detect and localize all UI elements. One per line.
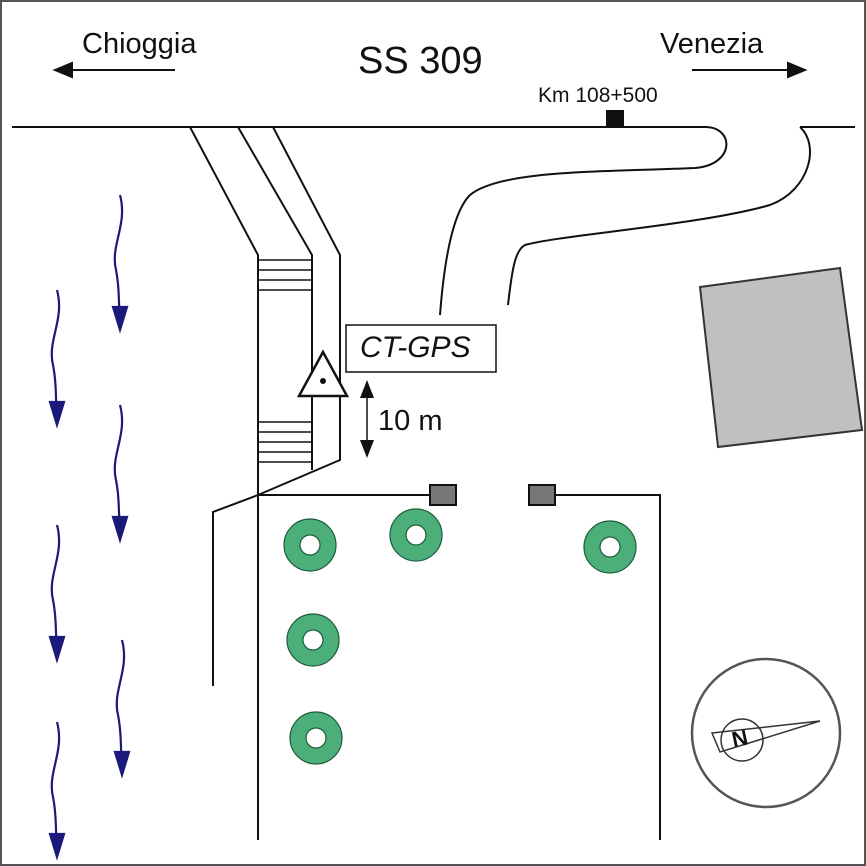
arrow-left-icon <box>52 61 73 79</box>
scale-arrow-icon <box>360 380 374 458</box>
arrow-right-icon <box>787 61 808 79</box>
arrowhead-icon <box>111 305 129 334</box>
arrowhead-icon <box>48 635 66 664</box>
arrowhead-icon <box>48 400 66 429</box>
footpath <box>189 126 661 840</box>
flow-arrow <box>50 721 61 845</box>
station-label-box <box>345 324 497 373</box>
arrowhead-icon <box>48 832 66 861</box>
building <box>698 266 864 449</box>
tree-icon <box>286 613 340 667</box>
flow-arrow <box>113 404 124 528</box>
water-flow-arrows <box>48 194 131 861</box>
compass-icon <box>690 657 842 809</box>
arrowhead-icon <box>113 750 131 779</box>
km-marker-label: Km 108+500 <box>538 84 658 107</box>
tree-icon <box>389 508 443 562</box>
road-edge <box>12 126 855 316</box>
tree-icon <box>283 518 337 572</box>
road-name-label: SS 309 <box>358 40 483 82</box>
km-marker-icon <box>606 110 624 127</box>
tree-icon <box>583 520 637 574</box>
flow-arrow <box>50 524 61 648</box>
trees <box>283 508 637 765</box>
flow-arrow <box>50 289 61 413</box>
direction-arrows <box>52 61 808 79</box>
flow-arrow <box>113 194 124 318</box>
gps-station-icon <box>296 349 350 398</box>
gate-post <box>528 484 556 506</box>
right-destination-label: Venezia <box>660 28 764 60</box>
stairs <box>258 259 312 463</box>
station-label: CT-GPS <box>360 331 471 364</box>
tree-icon <box>289 711 343 765</box>
left-destination-label: Chioggia <box>82 28 197 60</box>
scale-label: 10 m <box>378 405 443 437</box>
gate-post <box>429 484 457 506</box>
flow-arrow <box>115 639 126 763</box>
arrowhead-icon <box>111 515 129 544</box>
